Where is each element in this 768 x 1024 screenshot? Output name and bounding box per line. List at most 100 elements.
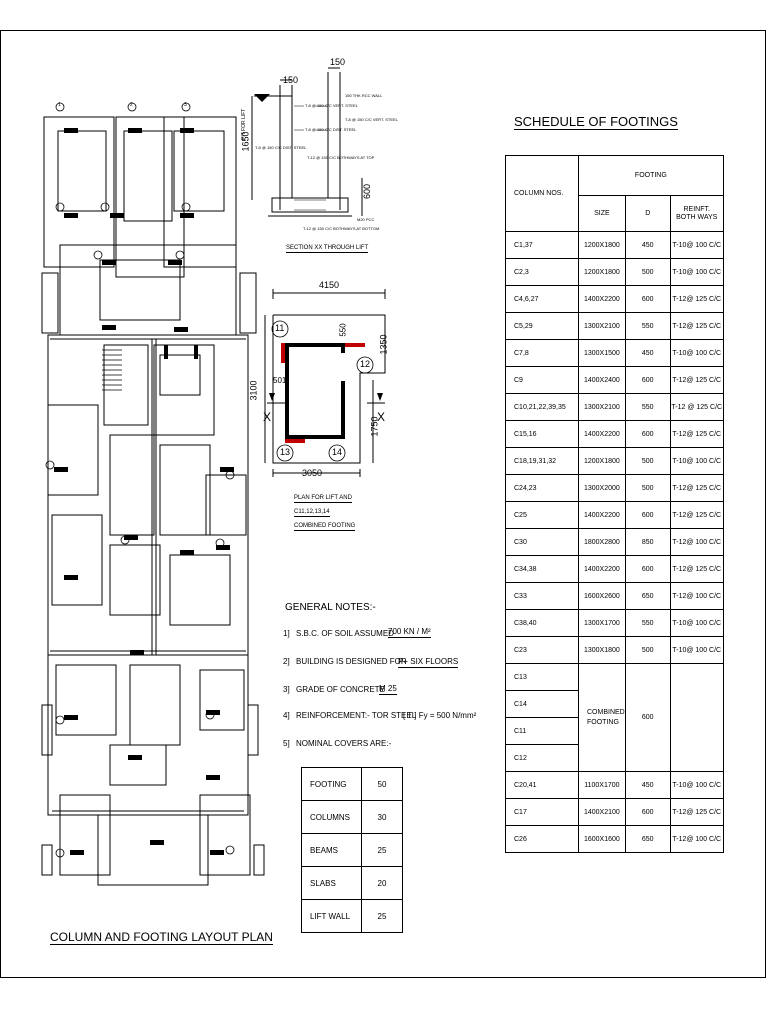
size-cell: 1300X1800 — [578, 636, 626, 664]
column-nos-cell: C1,37 — [505, 231, 579, 259]
column-layout-plan-drawing — [41, 102, 265, 886]
cover-value: 50 — [361, 767, 403, 801]
column-nos-cell: C24,23 — [505, 474, 579, 502]
depth-cell: 450 — [624, 771, 671, 799]
size-cell: 1200X1800 — [578, 447, 626, 475]
lift-column-13: 13 — [280, 447, 291, 457]
column-nos-cell: C18,19,31,32 — [505, 447, 579, 475]
column-nos-cell: C17 — [505, 798, 579, 826]
lift-dim-wall-top: 550 — [338, 323, 348, 337]
size-cell: 1300X1500 — [578, 339, 626, 367]
size-cell: 1400X2200 — [578, 420, 626, 448]
header-reinft-line1: REINFT. — [683, 205, 710, 213]
combined-reinforcement-cell — [669, 663, 724, 772]
cover-item: COLUMNS — [301, 800, 362, 834]
section-label: T-8 @ 150 C/C VERT. STEEL — [305, 103, 358, 108]
lift-dim-wall-left: 501 — [273, 376, 287, 385]
section-label: 150 THK RCC WALL — [345, 93, 383, 98]
header-size: SIZE — [578, 195, 626, 232]
reinforcement-cell: T-10@ 100 C/C — [669, 447, 724, 475]
section-label: T-12 @ 150 C/C BOTHWAYS AT TOP — [307, 155, 375, 160]
note-text: NOMINAL COVERS ARE:- — [296, 739, 392, 748]
table-row: C12 — [505, 744, 724, 772]
column-nos-cell: C2,3 — [505, 258, 579, 286]
size-cell: 1400X2400 — [578, 366, 626, 394]
section-dim-top-right: 150 — [330, 57, 346, 67]
reinforcement-cell: T-10@ 100 C/C — [669, 231, 724, 259]
table-row: C14 — [505, 690, 724, 718]
column-nos-cell: C14 — [505, 690, 579, 718]
combined-label-line2: FOOTING — [587, 718, 619, 726]
reinforcement-cell: T-12@ 125 C/C — [669, 285, 724, 313]
lift-column-14: 14 — [332, 447, 343, 457]
column-nos-cell: C23 — [505, 636, 579, 664]
section-label: T-8 @ 150 C/C DIST. STEEL — [255, 145, 307, 150]
size-cell: 1800X2800 — [578, 528, 626, 556]
lift-section-mark-left: X — [263, 410, 272, 424]
footing-schedule-table: COLUMN NOS. FOOTING SIZE D REINFT.BOTH W… — [505, 155, 724, 853]
plan-grid-label: 1 — [58, 102, 61, 108]
plan-grid-label: 3 — [184, 102, 187, 108]
size-cell: 1400X2100 — [578, 798, 626, 826]
section-title: SECTION XX THROUGH LIFT — [286, 245, 369, 253]
cover-value: 30 — [361, 800, 403, 834]
reinforcement-cell: T-12@ 125 C/C — [669, 501, 724, 529]
column-nos-cell: C15,16 — [505, 420, 579, 448]
section-label: M20 PCC — [357, 217, 375, 222]
column-nos-cell: C33 — [505, 582, 579, 610]
reinforcement-cell: T-10@ 100 C/C — [669, 771, 724, 799]
depth-cell: 500 — [624, 447, 671, 475]
note-num: 4] — [283, 711, 290, 720]
table-row: C11 — [505, 717, 724, 745]
note-num: 5] — [283, 739, 290, 748]
reinforcement-cell: T-12@ 125 C/C — [669, 420, 724, 448]
size-cell: 1300X1700 — [578, 609, 626, 637]
table-header-row: COLUMN NOS. FOOTING — [505, 155, 724, 232]
plan-grid-label: 2 — [130, 102, 133, 108]
note-num: 2] — [283, 657, 290, 666]
reinforcement-cell: T-12@ 100 C/C — [669, 582, 724, 610]
note-value: 700 KN / M² — [388, 627, 431, 638]
cover-value: 25 — [361, 899, 403, 933]
combined-depth-cell: 600 — [624, 663, 671, 772]
lift-dim-right-upper: 1350 — [378, 334, 389, 355]
column-nos-cell: C9 — [505, 366, 579, 394]
schedule-title: SCHEDULE OF FOOTINGS — [514, 114, 678, 130]
lift-section-drawing — [251, 67, 363, 217]
lift-dim-bottom: 3050 — [302, 468, 323, 478]
depth-cell: 600 — [624, 798, 671, 826]
reinforcement-cell: T-10@ 100 C/C — [669, 258, 724, 286]
section-label: T-8 @ 150 C/C DIST. STEEL — [305, 127, 357, 132]
depth-cell: 500 — [624, 474, 671, 502]
column-nos-cell: C26 — [505, 825, 579, 853]
lift-caption-line3: COMBINED FOOTING — [294, 523, 356, 531]
note-value: M 25 — [379, 684, 397, 695]
section-note-pit: PIT FOR LIFT — [241, 108, 247, 140]
lift-plan-drawing — [264, 289, 386, 477]
lift-caption-line2: C11,12,13,14 — [294, 509, 330, 517]
reinforcement-cell: T-12@ 100 C/C — [669, 528, 724, 556]
section-dim-top-left: 150 — [283, 75, 299, 85]
reinforcement-cell: T-12@ 125 C/C — [669, 555, 724, 583]
lift-column-11: 11 — [275, 323, 285, 333]
cover-item: FOOTING — [301, 767, 362, 801]
drawing-sheet-border — [0, 30, 766, 978]
note-value: P+ SIX FLOORS — [398, 657, 459, 668]
note-text: GRADE OF CONCRETE — [296, 685, 385, 694]
